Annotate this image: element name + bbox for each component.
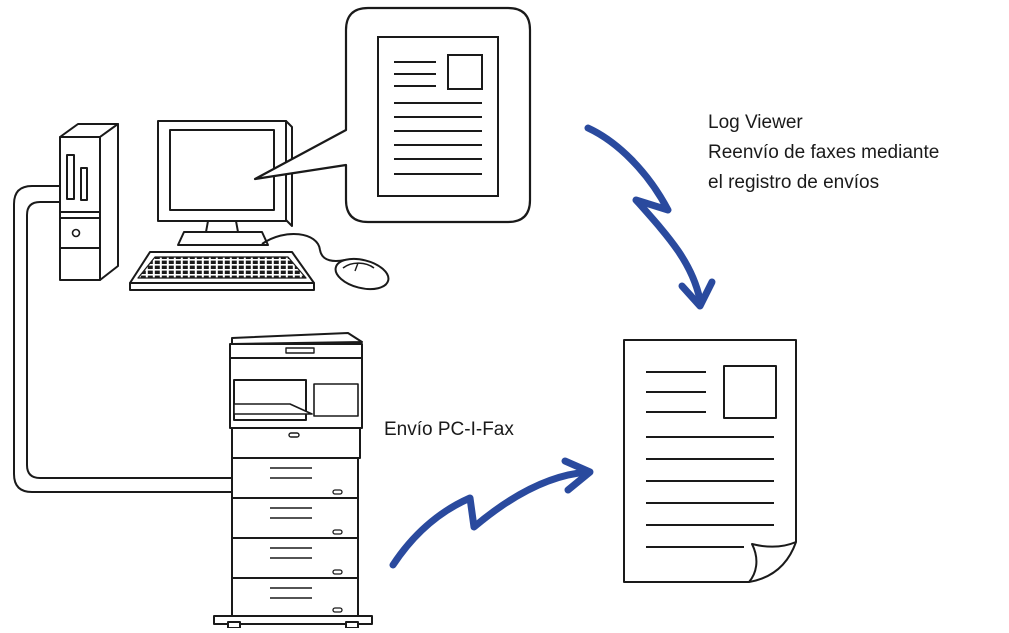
log-viewer-title: Log Viewer (708, 112, 803, 133)
computer-tower-icon (59, 123, 119, 281)
multifunction-printer-icon (213, 332, 373, 629)
keyboard-icon (129, 251, 315, 291)
document-icon (377, 36, 499, 197)
log-viewer-subtitle-line1: Reenvío de faxes mediante (708, 142, 940, 163)
pc-ifax-label: Envío PC-I-Fax (384, 419, 514, 440)
lightning-arrow-icon (389, 457, 594, 569)
network-cable (13, 185, 232, 493)
lightning-arrow-icon (584, 124, 716, 310)
log-viewer-subtitle-line2: el registro de envíos (708, 172, 880, 193)
mouse-icon (261, 232, 390, 291)
log-viewer-label: Log Viewer Reenvío de faxes mediante el … (708, 108, 939, 198)
document-icon (623, 339, 797, 583)
monitor-icon (157, 120, 293, 246)
